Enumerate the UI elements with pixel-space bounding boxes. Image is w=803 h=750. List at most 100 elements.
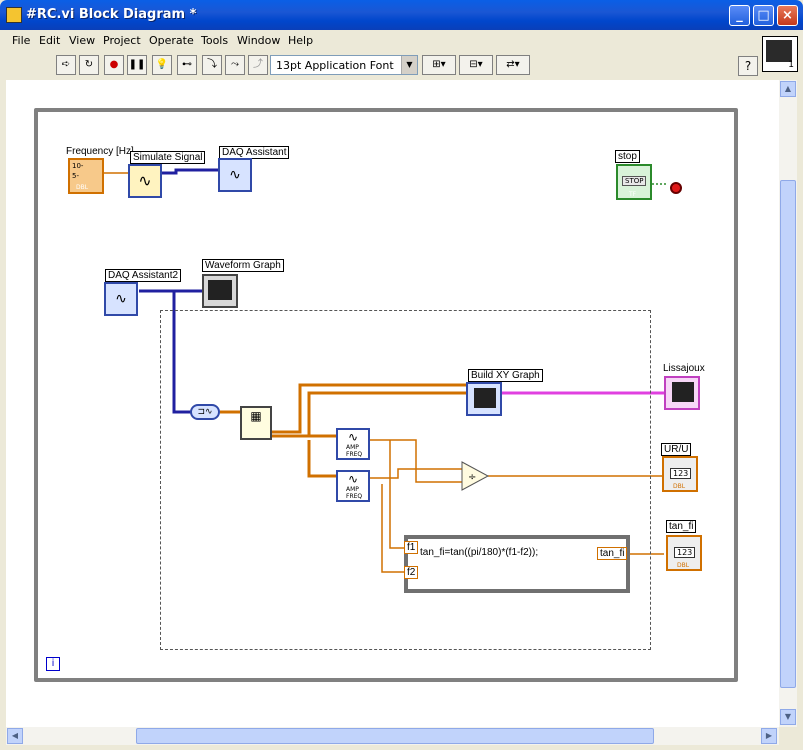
stop-button-control[interactable]: STOP TF [616, 164, 652, 200]
font-select-value: 13pt Application Font [276, 59, 394, 72]
step-out-icon[interactable]: ⤴ [248, 55, 268, 75]
run-continuously-icon[interactable]: ↻ [79, 55, 99, 75]
build-xy-graph-node[interactable] [466, 382, 502, 416]
horizontal-scroll-thumb[interactable] [136, 728, 654, 744]
menu-project[interactable]: Project [103, 34, 141, 47]
wire-array-xy1 [272, 383, 468, 434]
run-arrow-icon[interactable]: ➪ [56, 55, 76, 75]
step-into-icon[interactable]: ⤵ [202, 55, 222, 75]
tone-measurement-node-1[interactable]: ∿ AMP FREQ [336, 428, 370, 460]
distribute-objects-icon[interactable]: ⊟▾ [459, 55, 493, 75]
daq-assistant2-icon: ∿ [115, 291, 127, 307]
stop-label: stop [615, 150, 640, 163]
wire-tone1-f1 [389, 440, 404, 549]
tan-fi-label: tan_fi [666, 520, 697, 533]
menu-bar: File Edit View Project Operate Tools Win… [4, 30, 799, 52]
title-bar: #RC.vi Block Diagram * _ □ × [0, 0, 803, 30]
wires: ÷ [104, 168, 668, 573]
toolbar: ➪ ↻ ● ❚❚ 💡 ⊷ ⤵ ⤳ ⤴ 13pt Application Font… [4, 52, 760, 78]
info-icon[interactable]: i [46, 657, 60, 671]
scroll-up-icon[interactable]: ▲ [780, 81, 796, 97]
menu-window[interactable]: Window [237, 34, 281, 47]
xy-graph-icon [474, 388, 496, 408]
freq-hi: 10- [72, 162, 84, 170]
retain-wire-values-icon[interactable]: ⊷ [177, 55, 197, 75]
tan-fi-value: 123 [674, 547, 696, 558]
vi-icon[interactable]: 1 [762, 36, 798, 72]
wire-daq2-convert [172, 291, 192, 414]
stop-button-text: STOP [622, 176, 647, 186]
reorder-icon[interactable]: ⇄▾ [496, 55, 530, 75]
font-select[interactable]: 13pt Application Font ▼ [270, 55, 418, 75]
vi-icon-number: 1 [788, 60, 794, 70]
formula-node[interactable]: tan_fi=tan((pi/180)*(f1-f2)); [404, 535, 630, 593]
block-diagram-canvas[interactable]: ÷ Frequency [Hz] 10- 5- DBL Simulate Sig… [6, 80, 779, 727]
freq-type: DBL [76, 184, 89, 191]
menu-tools[interactable]: Tools [201, 34, 229, 47]
wire-tone2-f2 [381, 484, 404, 573]
step-over-icon[interactable]: ⤳ [225, 55, 245, 75]
daq-assistant-label: DAQ Assistant [219, 146, 290, 159]
horizontal-scrollbar[interactable]: ◀ ▶ [6, 727, 779, 745]
formula-output-tan-fi[interactable]: tan_fi [597, 547, 628, 560]
daq-assistant-icon: ∿ [229, 167, 241, 183]
maximize-button[interactable]: □ [753, 5, 774, 26]
labview-app-icon [6, 7, 22, 23]
daq-assistant2-node[interactable]: ∿ [104, 282, 138, 316]
align-objects-icon[interactable]: ⊞▾ [422, 55, 456, 75]
tone-wave-icon: ∿ [347, 472, 359, 486]
index-array-node[interactable]: ▦ [240, 406, 272, 440]
window-title: #RC.vi Block Diagram * [26, 7, 197, 22]
convert-icon: ⊐∿ [197, 407, 213, 417]
menu-file[interactable]: File [12, 34, 31, 47]
lissajoux-graph-icon [672, 382, 694, 402]
vertical-scrollbar[interactable]: ▲ ▼ [779, 80, 797, 727]
freq-lo: 5- [72, 172, 79, 180]
build-xy-graph-label: Build XY Graph [468, 369, 543, 382]
menu-operate[interactable]: Operate [149, 34, 194, 47]
frequency-control[interactable]: 10- 5- DBL [68, 158, 104, 194]
daq-assistant2-label: DAQ Assistant2 [105, 269, 182, 282]
formula-input-f2[interactable]: f2 [404, 566, 419, 579]
simulate-signal-icon: ∿ [138, 171, 152, 190]
stop-button-tf: TF [629, 191, 637, 198]
scroll-down-icon[interactable]: ▼ [780, 709, 796, 725]
tan-fi-indicator[interactable]: 123 DBL [666, 535, 702, 571]
loop-condition-terminal[interactable] [670, 182, 682, 194]
menu-edit[interactable]: Edit [39, 34, 61, 47]
daq-assistant-node[interactable]: ∿ [218, 158, 252, 192]
menu-help[interactable]: Help [288, 34, 314, 47]
convert-from-dynamic-node[interactable]: ⊐∿ [190, 404, 220, 420]
context-help-button[interactable]: ? [738, 56, 758, 76]
tone-wave-icon: ∿ [347, 430, 359, 444]
case-structure-frame[interactable] [160, 310, 651, 650]
highlight-execution-icon[interactable]: 💡 [152, 55, 172, 75]
tone-node-1-label: AMP FREQ [346, 444, 363, 458]
waveform-graph-indicator[interactable] [202, 274, 238, 308]
array-grid-icon: ▦ [250, 409, 262, 423]
minimize-button[interactable]: _ [729, 5, 750, 26]
vertical-scroll-thumb[interactable] [780, 180, 796, 688]
formula-expression[interactable]: tan_fi=tan((pi/180)*(f1-f2)); [420, 547, 539, 558]
simulate-signal-label: Simulate Signal [130, 151, 206, 164]
ur-u-value: 123 [670, 468, 692, 479]
scroll-left-icon[interactable]: ◀ [7, 728, 23, 744]
simulate-signal-node[interactable]: ∿ [128, 164, 162, 198]
lissajoux-label: Lissajoux [663, 363, 705, 374]
abort-icon[interactable]: ● [104, 55, 124, 75]
formula-input-f1[interactable]: f1 [404, 541, 419, 554]
wire-tone1-divide [370, 439, 462, 483]
waveform-graph-label: Waveform Graph [202, 259, 284, 272]
ur-u-label: UR/U [661, 443, 692, 456]
divide-node-shape [461, 461, 490, 491]
wire-tone2-divide [370, 468, 462, 479]
menu-view[interactable]: View [69, 34, 96, 47]
pause-icon[interactable]: ❚❚ [127, 55, 147, 75]
while-loop[interactable] [34, 108, 738, 682]
tone-node-2-label: AMP FREQ [346, 486, 363, 500]
close-button[interactable]: × [777, 5, 798, 26]
ur-u-indicator[interactable]: 123 DBL [662, 456, 698, 492]
scroll-right-icon[interactable]: ▶ [761, 728, 777, 744]
lissajoux-indicator[interactable] [664, 376, 700, 410]
tone-measurement-node-2[interactable]: ∿ AMP FREQ [336, 470, 370, 502]
